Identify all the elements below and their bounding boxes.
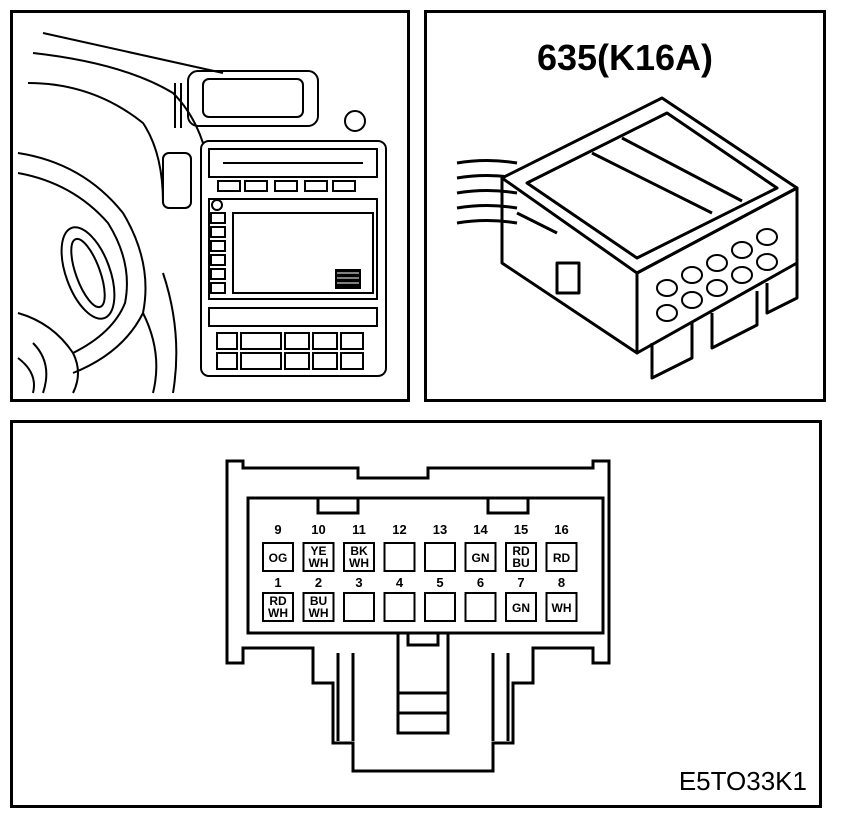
pin-cavity (262, 542, 294, 572)
pin-number: 3 (355, 575, 362, 590)
pin-number: 1 (274, 575, 281, 590)
pin-number: 2 (315, 575, 322, 590)
pin-wire-color: YE (310, 544, 326, 558)
pin-wire-color: RD (512, 544, 530, 558)
pin-cavity (383, 592, 416, 622)
location-panel (10, 10, 410, 402)
pin-cavity (302, 542, 335, 572)
pin-wire-color: RD (553, 551, 571, 565)
connector-title: 635(K16A) (536, 37, 714, 78)
pin-wire-color: WH (268, 606, 288, 620)
pin-cavity (424, 542, 456, 572)
pin-wire-color: BU (310, 594, 327, 608)
pin-number: 8 (558, 575, 565, 590)
pin-13: 13 (424, 522, 456, 572)
pin-4: 4 (383, 575, 416, 622)
connector-3d-illustration (456, 96, 799, 380)
connector-panel: 635(K16A) (424, 10, 826, 402)
pin-6: 6 (464, 575, 497, 622)
pin-cavity (383, 542, 416, 572)
pin-number: 11 (352, 522, 366, 537)
pin-number: 7 (517, 575, 524, 590)
pin-cavity (505, 542, 537, 572)
pin-number: 10 (311, 522, 325, 537)
pin-wire-color: WH (309, 606, 329, 620)
pin-wire-color: WH (349, 556, 369, 570)
pin-cavity (262, 592, 294, 622)
pin-number: 16 (554, 522, 568, 537)
pin-wire-color: GN (472, 551, 490, 565)
pin-cavity (464, 542, 497, 572)
pin-cavity (424, 592, 456, 622)
pin-cavity (302, 592, 335, 622)
pin-wire-color: GN (512, 601, 530, 615)
pin-cavity (464, 592, 497, 622)
pin-cavity (505, 592, 537, 622)
pin-cavity (343, 542, 375, 572)
pin-7: 7GN (505, 575, 537, 622)
pin-wire-color: WH (309, 556, 329, 570)
pin-wire-color: BU (512, 556, 529, 570)
pin-number: 6 (477, 575, 484, 590)
pin-wire-color: OG (269, 551, 288, 565)
pin-number: 13 (433, 522, 447, 537)
pin-5: 5 (424, 575, 456, 622)
pin-cavity (545, 542, 578, 572)
diagram-code: E5TO33K1 (678, 766, 807, 796)
pin-number: 12 (392, 522, 406, 537)
pin-cavity (545, 592, 578, 622)
pin-number: 5 (436, 575, 443, 590)
pin-number: 9 (274, 522, 281, 537)
pin-wire-color: WH (552, 601, 572, 615)
pin-wire-color: RD (269, 594, 287, 608)
pin-12: 12 (383, 522, 416, 572)
pin-number: 4 (396, 575, 404, 590)
pin-cavity (343, 592, 375, 622)
pin-number: 14 (473, 522, 488, 537)
pin-number: 15 (514, 522, 528, 537)
pin-wire-color: BK (350, 544, 368, 558)
dashboard-illustration (17, 32, 387, 394)
pin-3: 3 (343, 575, 375, 622)
pin-9: 9OG (262, 522, 294, 572)
pin-8: 8WH (545, 575, 578, 622)
